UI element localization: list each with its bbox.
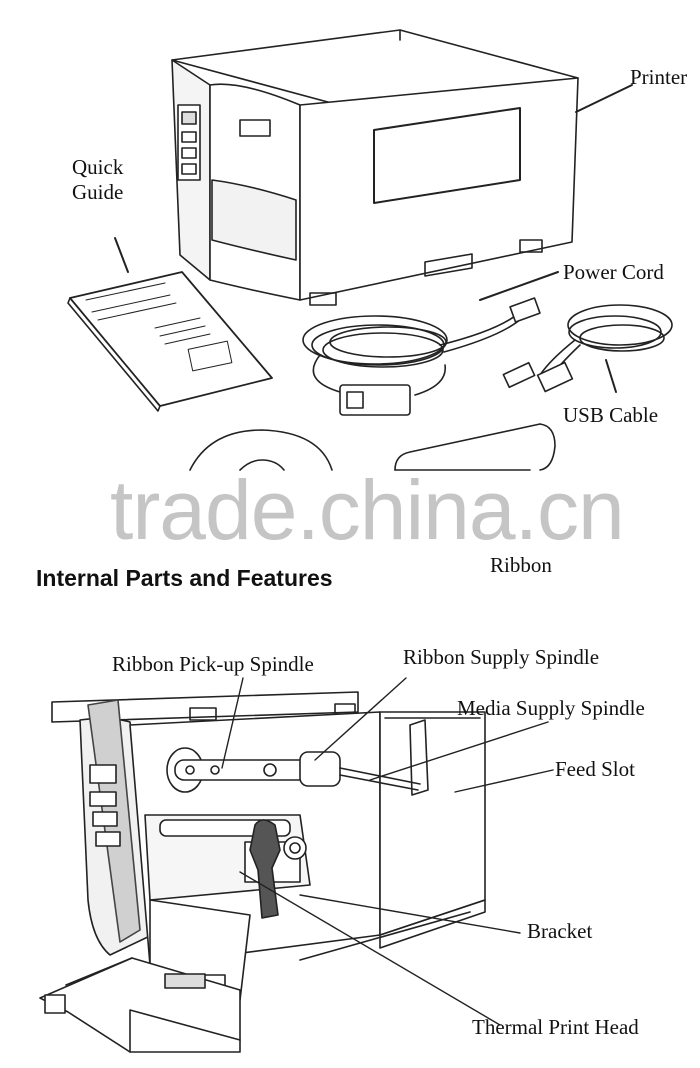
callout-lines [222, 678, 553, 1025]
ribbon-roll-illustration [395, 424, 555, 470]
watermark-text: trade.china.cn [110, 463, 625, 557]
quick-guide-illustration [68, 238, 272, 411]
label-ribbon-supply-spindle: Ribbon Supply Spindle [403, 645, 600, 669]
section-heading: Internal Parts and Features [36, 565, 333, 591]
label-feed-slot: Feed Slot [555, 757, 635, 781]
label-power-cord: Power Cord [563, 260, 664, 284]
cd-illustration [190, 430, 332, 470]
power-cord-illustration [303, 272, 558, 415]
label-thermal-print-head: Thermal Print Head [472, 1015, 639, 1039]
label-bracket: Bracket [527, 919, 593, 943]
label-ribbon-pickup-spindle: Ribbon Pick-up Spindle [112, 652, 314, 676]
usb-cable-illustration [503, 305, 672, 392]
label-usb-cable: USB Cable [563, 403, 659, 427]
printer-illustration [172, 30, 632, 305]
label-media-supply-spindle: Media Supply Spindle [457, 696, 645, 720]
label-ribbon: Ribbon [490, 553, 552, 577]
label-printer: Printer [630, 65, 688, 89]
label-quick-guide: Quick Guide [72, 155, 124, 205]
internal-printer-illustration [40, 692, 485, 1052]
